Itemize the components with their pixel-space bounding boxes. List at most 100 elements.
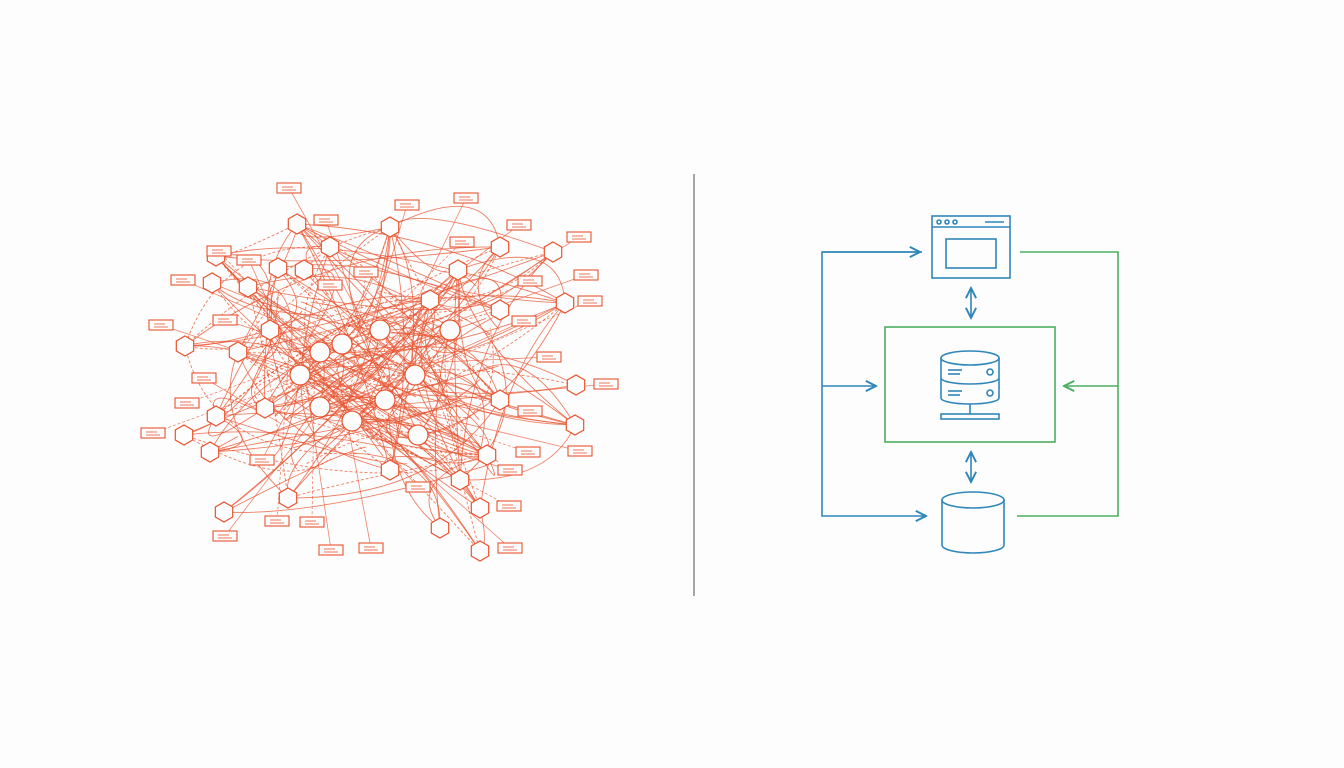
hexagon-node [430, 517, 450, 539]
label-box [264, 515, 290, 527]
tangled-edge [341, 316, 450, 345]
tangled-edge [311, 376, 315, 523]
label-box [206, 245, 232, 257]
hexagon-node [380, 216, 400, 238]
circle-node [309, 396, 331, 418]
hexagon-node [380, 459, 400, 481]
label-box [299, 516, 325, 528]
label-box [496, 500, 522, 512]
clean-architecture [821, 215, 1119, 554]
tangled-edge [211, 282, 326, 316]
label-box [276, 182, 302, 194]
tangled-edge [299, 226, 391, 376]
label-box [249, 454, 275, 466]
tangled-edge [428, 454, 488, 529]
tangled-edge [264, 298, 431, 409]
tangled-edge [209, 415, 243, 453]
label-box [140, 427, 166, 439]
hexagon-node [448, 259, 468, 281]
tangled-edge [223, 465, 487, 513]
server-box [884, 326, 1056, 443]
label-box [497, 464, 523, 476]
circle-node [309, 341, 331, 363]
tangled-edge [277, 267, 501, 401]
tangled-edge [215, 247, 566, 304]
tangled-edge [229, 351, 289, 499]
tangled-edge [184, 345, 357, 455]
tangled-edge [284, 284, 331, 404]
tangled-edge [434, 329, 451, 529]
hexagon-node [490, 299, 510, 321]
tangled-edge [319, 302, 566, 408]
label-box [174, 397, 200, 409]
tangled-edge [269, 327, 325, 408]
blue-flow-line [821, 251, 926, 516]
tangled-edge [247, 286, 289, 499]
green-flow-line [1017, 251, 1119, 517]
circle-node [341, 410, 363, 432]
label-box [191, 372, 217, 384]
hexagon-node [565, 414, 585, 436]
server-database-icon [940, 350, 1000, 420]
tangled-edge [334, 358, 372, 549]
tangled-edge [366, 204, 408, 342]
tangled-edge [152, 354, 369, 434]
tangled-edge [237, 226, 391, 353]
hexagon-node [320, 236, 340, 258]
tangled-edge [269, 329, 488, 456]
label-box [453, 192, 479, 204]
tangled-edge [254, 374, 301, 409]
tangled-edge [264, 298, 425, 409]
tangled-edge [361, 346, 577, 386]
tangled-edge [209, 403, 468, 453]
tangled-edge [160, 324, 379, 399]
hexagon-node [470, 540, 490, 562]
circle-node [331, 333, 353, 355]
tangled-edge [299, 343, 343, 382]
hexagon-node [260, 319, 280, 341]
hexagon-node [566, 374, 586, 396]
hexagon-node [420, 289, 440, 311]
hexagon-node [470, 497, 490, 519]
label-box [567, 445, 593, 457]
tangled-edge [184, 299, 431, 350]
label-box [593, 378, 619, 390]
label-box [236, 254, 262, 266]
circle-node [407, 424, 429, 446]
tangled-edge [264, 379, 481, 423]
tangled-edge [223, 306, 430, 513]
tangled-edge [411, 269, 459, 376]
tangled-edge [269, 329, 321, 408]
tangled-edge [355, 410, 511, 549]
tangled-edge [311, 383, 607, 414]
tangled-edge [183, 434, 455, 474]
tangled-edge [351, 269, 459, 422]
hexagon-node [175, 335, 195, 357]
label-box [212, 314, 238, 326]
tangled-edge [276, 362, 416, 416]
tangled-edge [302, 339, 481, 552]
label-box [517, 405, 543, 417]
tangled-edge [266, 223, 298, 402]
hexagon-node [228, 341, 248, 363]
tangled-edge [344, 300, 591, 405]
tangled-edge [277, 267, 444, 386]
tangled-edge [184, 340, 417, 398]
tangled-edge [479, 302, 566, 509]
hexagon-node [214, 501, 234, 523]
tangled-edge [287, 454, 488, 499]
tangled-edge [344, 359, 488, 456]
circle-node [439, 319, 461, 341]
hexagon-node [278, 487, 298, 509]
hexagon-node [255, 397, 275, 419]
tangled-edge [389, 226, 501, 401]
label-box [170, 274, 196, 286]
tangled-edge [211, 282, 382, 424]
tangled-edge [218, 250, 372, 420]
tangled-edge [360, 396, 529, 453]
label-box [317, 279, 343, 291]
tangled-edge [317, 366, 416, 401]
hexagon-node [450, 469, 470, 491]
tangled-edge [459, 424, 576, 481]
label-box [511, 315, 537, 327]
